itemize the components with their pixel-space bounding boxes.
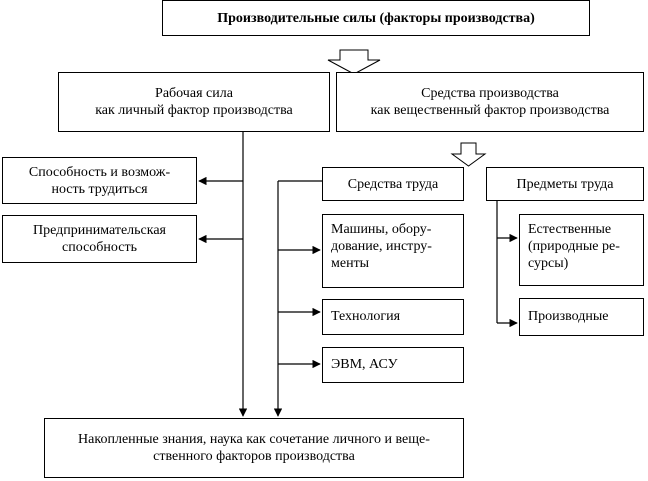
technology-box: Технология	[322, 299, 464, 335]
ability-to-work-box: Способность и возмож- ность трудиться	[2, 157, 197, 204]
means-of-production-text: Средства производства как вещественный ф…	[370, 86, 610, 118]
hollow-arrow-down-top	[327, 49, 381, 75]
accumulated-knowledge-box: Накопленные знания, наука как сочетание …	[44, 418, 464, 478]
objects-of-labor-box: Предметы труда	[486, 167, 644, 201]
hollow-arrow-down-means	[450, 142, 487, 167]
derived-objects-box: Производные	[519, 298, 644, 336]
entrepreneurship-text: Предпринимательская способность	[32, 223, 166, 255]
computers-box: ЭВМ, АСУ	[322, 347, 464, 383]
ability-to-work-text: Способность и возмож- ность трудиться	[28, 164, 171, 197]
entrepreneurship-box: Предпринимательская способность	[2, 215, 197, 263]
means-of-labor-text: Средства труда	[347, 176, 439, 192]
machines-box: Машины, обору- дование, инстру- менты	[322, 214, 464, 288]
means-of-production-box: Средства производства как вещественный ф…	[336, 72, 644, 132]
objects-of-labor-text: Предметы труда	[516, 176, 614, 192]
labor-box: Рабочая сила как личный фактор производс…	[58, 72, 330, 132]
title-box: Производительные силы (факторы производс…	[162, 0, 590, 36]
accumulated-knowledge-text: Накопленные знания, наука как сочетание …	[78, 432, 430, 464]
means-of-labor-box: Средства труда	[322, 167, 464, 201]
labor-text: Рабочая сила как личный фактор производс…	[95, 86, 293, 118]
title-text: Производительные силы (факторы производс…	[217, 10, 535, 26]
natural-resources-box: Естественные (природные ре- сурсы)	[519, 214, 644, 286]
